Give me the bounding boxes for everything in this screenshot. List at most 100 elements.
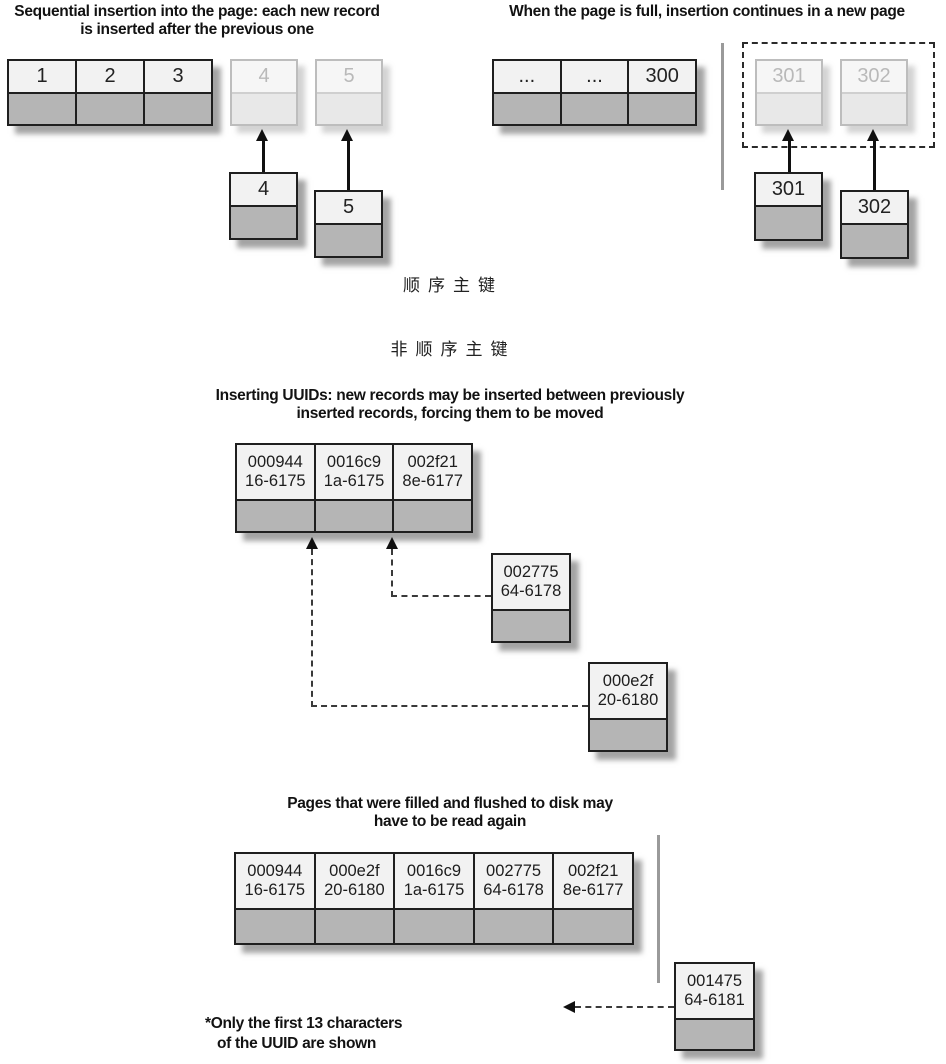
record-body bbox=[315, 501, 393, 531]
record-body bbox=[554, 910, 632, 943]
dashed-line-horizontal bbox=[575, 1006, 674, 1008]
record-body bbox=[315, 910, 394, 943]
flush-title-line1: Pages that were filled and flushed to di… bbox=[287, 795, 613, 812]
record-body bbox=[316, 225, 381, 256]
record-body bbox=[231, 207, 296, 238]
record-body bbox=[590, 720, 666, 750]
arrow-line bbox=[873, 140, 876, 191]
record-body bbox=[676, 1020, 753, 1049]
record-value: 2 bbox=[104, 65, 116, 87]
arrow-up-icon bbox=[341, 129, 353, 141]
arrow-line bbox=[262, 140, 265, 173]
dashed-arrow-left-icon bbox=[563, 1001, 575, 1013]
new-page-dashed-outline bbox=[742, 42, 935, 148]
pending-body bbox=[757, 94, 821, 124]
sequential-left-title: Sequential insertion into the page: each… bbox=[0, 3, 394, 39]
page-cell: 300 bbox=[629, 61, 696, 124]
insert-box-5: 5 bbox=[314, 190, 383, 258]
dashed-arrow-up-icon bbox=[386, 537, 398, 549]
page-records-1-2-3: 1 2 3 bbox=[7, 59, 213, 126]
pending-body bbox=[317, 94, 381, 124]
record-body bbox=[237, 501, 314, 531]
caption-nonsequential-pk: 非顺序主键 bbox=[390, 340, 516, 360]
sequential-left-title-line2: is inserted after the previous one bbox=[80, 21, 314, 38]
page-cell: ... bbox=[561, 61, 630, 124]
caption-sequential-pk: 顺序主键 bbox=[403, 276, 503, 296]
sequential-left-title-line1: Sequential insertion into the page: each… bbox=[14, 3, 380, 20]
record-value: 300 bbox=[645, 65, 679, 87]
uuid-title-line2: inserted records, forcing them to be mov… bbox=[296, 405, 604, 422]
dashed-line-vertical bbox=[311, 549, 313, 707]
record-value: 3 bbox=[172, 65, 184, 87]
arrow-up-icon bbox=[256, 129, 268, 141]
page-cell: 3 bbox=[145, 61, 211, 124]
record-body bbox=[77, 94, 143, 124]
dashed-line-vertical bbox=[391, 549, 393, 597]
pending-slot-5: 5 bbox=[315, 59, 383, 126]
record-body bbox=[394, 501, 472, 531]
record-value: ... bbox=[586, 65, 603, 87]
record-body bbox=[561, 94, 628, 124]
record-body bbox=[9, 94, 75, 124]
flush-title-line2: have to be read again bbox=[373, 813, 527, 830]
page-cell: 1 bbox=[9, 61, 77, 124]
pending-value: 5 bbox=[343, 65, 355, 87]
dashed-line-horizontal bbox=[391, 595, 491, 597]
dashed-line-horizontal bbox=[311, 705, 588, 707]
page-cell: 302 bbox=[842, 192, 907, 257]
insert-box-302: 302 bbox=[840, 190, 909, 259]
sequential-right-title: When the page is full, insertion continu… bbox=[468, 3, 946, 21]
section-divider-line bbox=[721, 43, 724, 190]
insert-box-4: 4 bbox=[229, 172, 298, 240]
record-body bbox=[629, 94, 696, 124]
sequential-right-title-line1: When the page is full, insertion continu… bbox=[509, 3, 905, 20]
pending-slot-301: 301 bbox=[755, 59, 823, 126]
section-divider-line bbox=[657, 835, 660, 983]
record-body bbox=[236, 910, 314, 943]
record-body bbox=[842, 225, 907, 257]
page-cell: 2 bbox=[77, 61, 145, 124]
page-cell: ... bbox=[494, 61, 562, 124]
pending-slot-4: 4 bbox=[230, 59, 298, 126]
flush-title: Pages that were filled and flushed to di… bbox=[150, 795, 750, 831]
uuid-title: Inserting UUIDs: new records may be inse… bbox=[150, 387, 750, 423]
pending-body bbox=[232, 94, 296, 124]
footnote: *Only the first 13 characters of the UUI… bbox=[205, 1014, 435, 1054]
record-body bbox=[474, 910, 553, 943]
record-body bbox=[756, 207, 821, 239]
record-value: 4 bbox=[257, 178, 270, 200]
record-value: 301 bbox=[771, 178, 806, 200]
arrow-up-icon bbox=[782, 129, 794, 141]
record-value: 1 bbox=[36, 65, 48, 87]
pending-value: 301 bbox=[772, 65, 806, 87]
page-cell: 4 bbox=[231, 174, 296, 238]
page-records-full-300: ... ... 300 bbox=[492, 59, 697, 126]
record-value: 5 bbox=[342, 196, 355, 218]
arrow-up-icon bbox=[867, 129, 879, 141]
dashed-arrow-up-icon bbox=[306, 537, 318, 549]
